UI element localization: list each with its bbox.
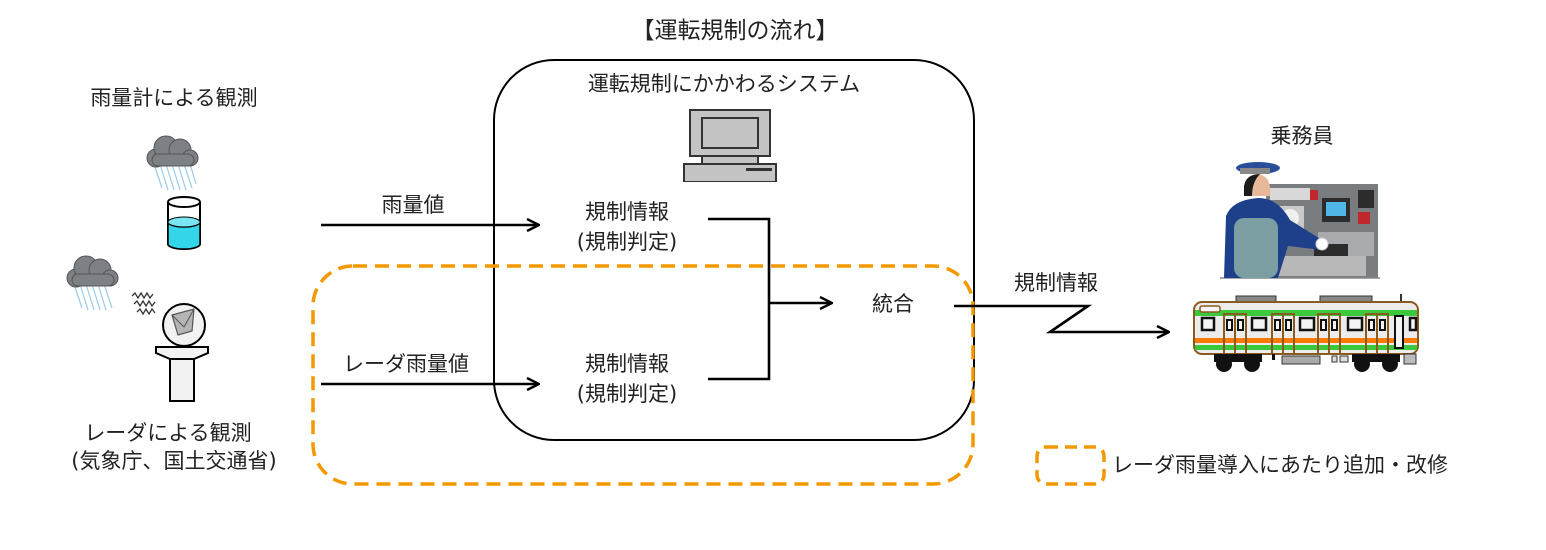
legend-dashed-swatch <box>1035 445 1106 486</box>
merge-label: 統合 <box>872 292 914 316</box>
radar-dome-icon <box>155 303 209 402</box>
rain-gauge-cylinder-icon <box>167 196 201 250</box>
system-label: 運転規制にかかわるシステム <box>587 72 861 96</box>
train-driver-icon <box>1220 162 1380 279</box>
rain-gauge-observation-label: 雨量計による観測 <box>90 86 258 110</box>
radar-addition-dashed-box <box>311 264 975 486</box>
diagram-title: 【運転規制の流れ】 <box>631 18 839 44</box>
train-car-icon <box>1193 294 1419 372</box>
legend-label: レーダ雨量導入にあたり追加・改修 <box>1112 453 1448 477</box>
regulation-judgment-top-label: (規制判定) <box>576 230 678 254</box>
regulation-judgment-bottom-label: (規制判定) <box>576 382 678 406</box>
computer-icon <box>683 109 777 182</box>
regulation-info-bottom-label: 規制情報 <box>585 352 669 376</box>
rain-value-label: 雨量値 <box>381 193 445 217</box>
rain-cloud-icon <box>66 255 119 311</box>
output-regulation-info-label: 規制情報 <box>1014 271 1098 295</box>
system-box <box>493 59 975 441</box>
crew-label: 乗務員 <box>1270 124 1334 148</box>
regulation-info-top-label: 規制情報 <box>585 200 669 224</box>
output-transmission-arrow <box>954 304 1168 332</box>
radio-waves-icon <box>131 291 156 316</box>
radar-operator-label: (気象庁、国土交通省) <box>71 449 277 473</box>
rain-cloud-icon <box>146 135 199 191</box>
radar-observation-label: レーダによる観測 <box>84 421 252 445</box>
merge-bracket <box>708 217 771 381</box>
radar-rain-value-label: レーダ雨量値 <box>343 352 469 376</box>
